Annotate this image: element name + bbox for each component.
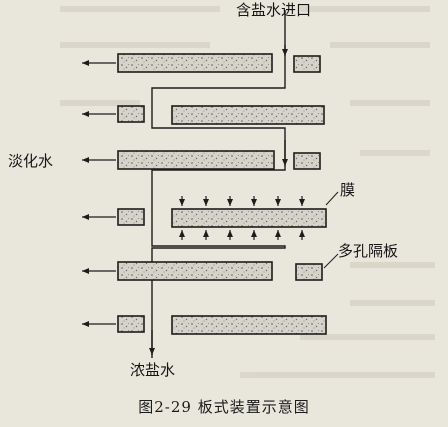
- porous-plate-2: [117, 105, 145, 123]
- membrane-label: 膜: [340, 181, 356, 199]
- brine-label: 浓盐水: [130, 361, 176, 379]
- porous-plate-6: [117, 315, 145, 333]
- inlet-label: 含盐水进口: [236, 1, 312, 19]
- membrane-plate-6: [171, 315, 327, 335]
- membrane-leader: [325, 191, 339, 206]
- porous-plate-3: [293, 152, 321, 170]
- porous-plate-1: [293, 55, 321, 73]
- porous-plate-4: [117, 208, 145, 226]
- membrane-plate-2: [171, 105, 325, 125]
- permeation-arrows: [179, 196, 305, 240]
- porous-plate-label: 多孔隔板: [338, 242, 399, 260]
- fresh-water-label: 淡化水: [8, 152, 54, 170]
- membrane-plate-1: [117, 53, 273, 73]
- serpentine-feed-flow: [151, 58, 286, 358]
- membrane-plate-4: [171, 208, 327, 228]
- membrane-plate-5: [117, 261, 273, 281]
- membrane-plate-3: [117, 150, 275, 170]
- porous-plate-5: [295, 263, 323, 281]
- figure-caption: 图2-29 板式装置示意图: [138, 398, 310, 416]
- plate-leader: [323, 253, 339, 269]
